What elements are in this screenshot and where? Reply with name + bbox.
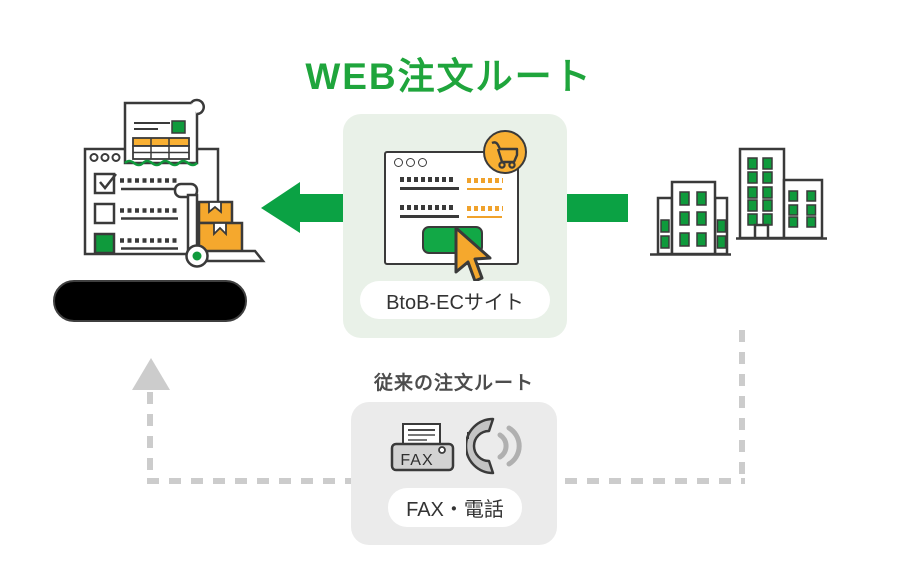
text-underline bbox=[400, 215, 459, 218]
text-underline bbox=[400, 187, 459, 190]
window-dot bbox=[406, 158, 415, 167]
page-title: WEB注文ルート bbox=[305, 56, 593, 97]
receipt-icon bbox=[123, 98, 205, 167]
phone-icon bbox=[466, 417, 522, 475]
dashed-line-left-vertical bbox=[147, 392, 153, 484]
building-cluster-left bbox=[650, 180, 731, 256]
building-cluster-right bbox=[736, 147, 827, 240]
flow-band bbox=[565, 194, 628, 222]
checkbox-filled bbox=[93, 232, 116, 255]
hand-truck-icon bbox=[173, 182, 266, 268]
cursor-icon bbox=[454, 226, 492, 283]
dotted-text-line bbox=[400, 177, 456, 182]
fax-text: FAX bbox=[400, 452, 433, 469]
legacy-label: FAX・電話 bbox=[406, 499, 504, 521]
window-dot bbox=[89, 153, 99, 162]
checklist-rows bbox=[93, 172, 180, 255]
fax-icon: FAX bbox=[390, 423, 455, 472]
dotted-text-line bbox=[467, 206, 503, 211]
ec-site-label-pill: BtoB-ECサイト bbox=[360, 281, 550, 319]
order-checklist-icon bbox=[83, 98, 266, 268]
shopping-cart-icon bbox=[483, 130, 527, 174]
dotted-text-line bbox=[400, 205, 456, 210]
dotted-text-line bbox=[467, 178, 503, 183]
check-mark bbox=[99, 173, 117, 190]
text-underline bbox=[467, 187, 502, 190]
up-arrow-icon bbox=[132, 358, 170, 390]
legacy-route-heading: 従来の注文ルート bbox=[373, 373, 534, 394]
text-underline bbox=[467, 215, 502, 218]
office-buildings-icon bbox=[650, 147, 827, 256]
checkbox-checked bbox=[93, 172, 116, 195]
checkbox-empty bbox=[93, 202, 116, 225]
window-dot bbox=[111, 153, 121, 162]
legacy-route-card: FAX FAX・電話 bbox=[351, 402, 557, 545]
btob-ec-card: BtoB-ECサイト bbox=[343, 114, 567, 338]
building-door bbox=[753, 223, 770, 240]
left-arrow-icon bbox=[261, 182, 343, 233]
package-boxes-icon bbox=[197, 200, 244, 254]
dashed-line-right-vertical bbox=[739, 330, 745, 482]
label-pill-blank bbox=[53, 280, 247, 322]
legacy-label-pill: FAX・電話 bbox=[388, 488, 522, 527]
ec-site-label: BtoB-ECサイト bbox=[386, 291, 524, 314]
window-dot bbox=[394, 158, 403, 167]
torn-edge-wave bbox=[124, 159, 198, 167]
window-dot bbox=[100, 153, 110, 162]
window-dot bbox=[418, 158, 427, 167]
